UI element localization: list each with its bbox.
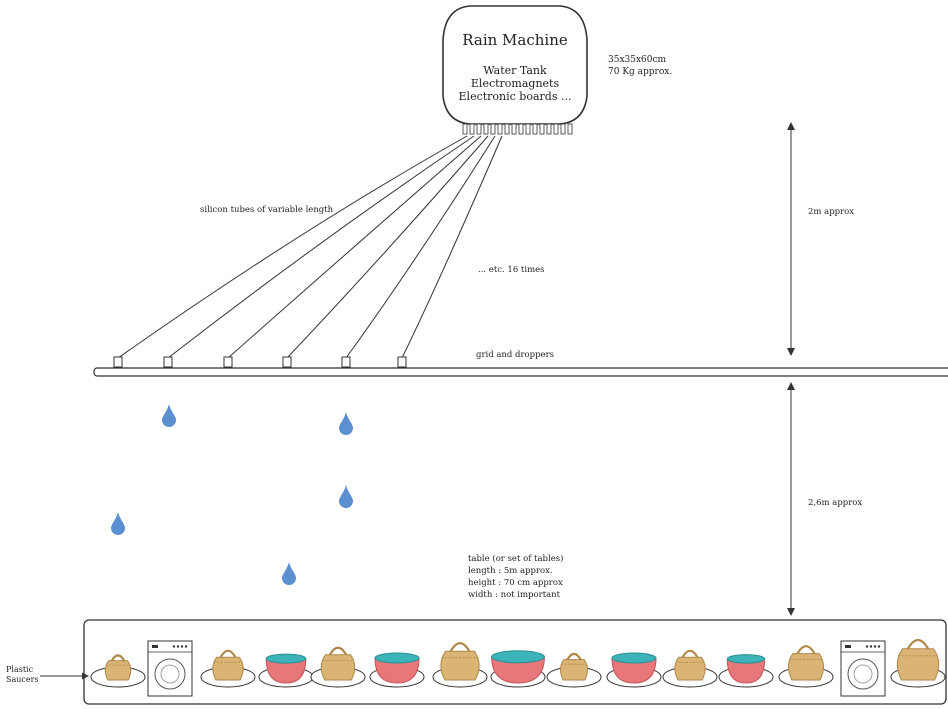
tube-outlet — [483, 123, 489, 135]
tube — [117, 135, 468, 359]
table-objects — [90, 638, 946, 697]
washing-machine-icon — [840, 640, 886, 697]
rain-machine: Rain Machine Water Tank Electromagnets E… — [442, 5, 588, 135]
tube-outlet — [532, 123, 538, 135]
bowl — [258, 653, 314, 688]
table-title: table (or set of tables) — [468, 553, 563, 564]
dropper — [397, 356, 407, 368]
basket — [778, 645, 834, 688]
bowl — [718, 654, 774, 688]
lower-height-label: 2,6m approx — [808, 498, 862, 508]
bowl — [369, 652, 425, 688]
water-drop-icon — [111, 512, 125, 535]
basket — [310, 646, 366, 688]
tube-outlet — [490, 123, 496, 135]
rain-machine-title: Rain Machine — [462, 31, 568, 49]
tube-outlet — [511, 123, 517, 135]
saucers-label: Plastic — [6, 665, 34, 674]
tube-outlet — [539, 123, 545, 135]
droppers — [113, 356, 407, 368]
rain-machine-item: Electromagnets — [471, 77, 560, 90]
water-drop-icon — [162, 404, 176, 427]
machine-weight: 70 Kg approx. — [608, 67, 672, 77]
basket — [432, 642, 488, 688]
basket — [90, 654, 146, 688]
dropper — [223, 356, 233, 368]
rain-machine-item: Electronic boards ... — [459, 90, 572, 103]
water-drop-icon — [282, 562, 296, 585]
dropper — [163, 356, 173, 368]
basket — [546, 652, 602, 688]
rain-machine-item: Water Tank — [483, 64, 547, 77]
machine-dimensions: 35x35x60cm — [608, 55, 667, 65]
saucers-label: Saucers — [6, 675, 39, 684]
basket — [890, 638, 946, 688]
bowl — [606, 652, 662, 688]
silicon-tubes — [117, 135, 503, 359]
tube-outlet — [553, 123, 559, 135]
table-spec: width : not important — [468, 590, 561, 600]
repeat-label: ... etc. 16 times — [478, 265, 545, 275]
tube-outlet — [504, 123, 510, 135]
basket — [200, 649, 256, 688]
water-drop-icon — [339, 412, 353, 435]
tube-outlet — [518, 123, 524, 135]
upper-height-label: 2m approx — [808, 207, 854, 217]
dropper — [341, 356, 351, 368]
tube-outlet — [462, 123, 468, 135]
tube-outlet — [567, 123, 573, 135]
tube — [286, 135, 489, 359]
tube-outlet — [560, 123, 566, 135]
rain-machine-box — [442, 5, 588, 125]
basket — [662, 649, 718, 688]
tube-outlet — [497, 123, 503, 135]
tube-outlet — [525, 123, 531, 135]
tube-outlets — [462, 123, 573, 135]
grid-label: grid and droppers — [476, 350, 554, 360]
bowl — [490, 650, 546, 688]
dropper — [282, 356, 292, 368]
washing-machine-icon — [147, 640, 193, 697]
grid-bar — [93, 367, 948, 377]
tube-outlet — [476, 123, 482, 135]
dropper — [113, 356, 123, 368]
tube — [227, 135, 482, 359]
tube-outlet — [546, 123, 552, 135]
tubes-label: silicon tubes of variable length — [200, 205, 334, 215]
tube — [345, 135, 496, 359]
table-spec: length : 5m approx. — [468, 566, 553, 576]
water-drop-icon — [339, 485, 353, 508]
table-spec: height : 70 cm approx — [468, 578, 563, 588]
tube — [167, 135, 475, 359]
tube-outlet — [469, 123, 475, 135]
water-drops — [111, 404, 353, 585]
tube — [401, 135, 503, 359]
